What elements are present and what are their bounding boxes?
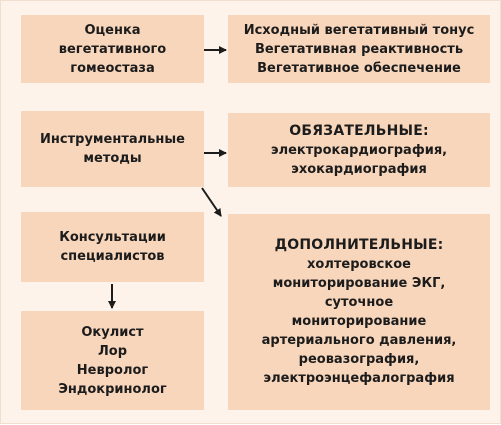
box-line: мониторирование ЭКГ, xyxy=(272,276,446,291)
box-assessment-result: Исходный вегетативный тонус Вегетативная… xyxy=(228,15,490,83)
box-vegetative-homeostasis-assessment: Оценка вегетативного гомеостаза xyxy=(21,15,204,83)
box-heading: ОБЯЗАТЕЛЬНЫЕ: xyxy=(289,122,429,139)
box-line: Инструментальные xyxy=(40,132,185,147)
box-line: Вегетативная реактивность xyxy=(254,41,464,57)
box-line: Исходный вегетативный тонус xyxy=(243,22,475,38)
box-line: электроэнцефалография xyxy=(263,371,455,386)
box-line: Невролог xyxy=(76,362,149,378)
box-line: суточное xyxy=(324,295,394,310)
box-line: электрокардиография, xyxy=(270,142,448,158)
box-line: Вегетативное обеспечение xyxy=(257,60,461,76)
box-specialists-list: Окулист Лор Невролог Эндокринолог xyxy=(21,311,204,410)
box-line: специалистов xyxy=(60,249,165,264)
box-line: Консультации xyxy=(59,230,166,245)
box-line: вегетативного xyxy=(58,41,167,57)
box-instrumental-methods: Инструментальные методы xyxy=(21,111,204,187)
box-line: артериального давления, xyxy=(261,333,457,348)
box-line: мониторирование xyxy=(291,314,427,329)
box-line: эхокардиография xyxy=(291,161,427,177)
box-mandatory-methods: ОБЯЗАТЕЛЬНЫЕ: электрокардиография, эхока… xyxy=(228,113,490,187)
box-line: Оценка xyxy=(84,22,141,38)
arrow-instrumental-to-additional xyxy=(201,187,222,217)
box-line: гомеостаза xyxy=(70,60,155,76)
box-line: Эндокринолог xyxy=(58,381,167,397)
box-line: Лор xyxy=(97,343,128,359)
box-heading: ДОПОЛНИТЕЛЬНЫЕ: xyxy=(274,237,444,253)
box-additional-methods: ДОПОЛНИТЕЛЬНЫЕ: холтеровское мониториров… xyxy=(228,214,490,410)
box-line: реовазография, xyxy=(298,352,420,367)
box-specialist-consultations: Консультации специалистов xyxy=(21,212,204,282)
box-line: методы xyxy=(83,151,142,166)
box-line: Окулист xyxy=(81,324,144,340)
box-line: холтеровское xyxy=(307,257,411,272)
